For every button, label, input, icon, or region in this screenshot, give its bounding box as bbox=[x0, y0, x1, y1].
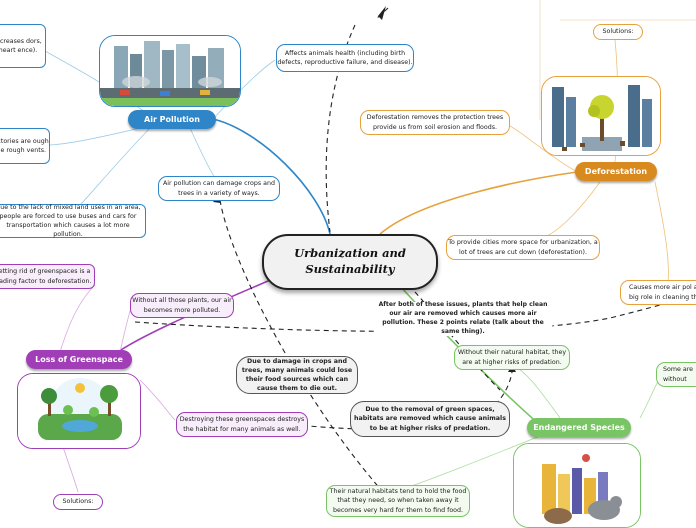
relationship-plants-clean-air[interactable]: After both of these issues, plants that … bbox=[373, 301, 553, 336]
protection-trees-note[interactable]: Deforestation removes the protection tre… bbox=[360, 110, 510, 135]
animals-city-icon bbox=[514, 444, 640, 527]
deforestation-topic[interactable]: Deforestation bbox=[575, 162, 657, 181]
park-landscape-icon bbox=[18, 374, 140, 448]
leading-factor-note[interactable]: getting rid of greenspaces is a leading … bbox=[0, 264, 95, 289]
deforestation-solutions[interactable]: Solutions: bbox=[593, 24, 643, 40]
factories-note[interactable]: factories are ough the rough vents. bbox=[0, 128, 50, 164]
city-skyline-icon bbox=[100, 36, 240, 106]
crops-trees-note[interactable]: Air pollution can damage crops and trees… bbox=[158, 176, 280, 201]
natural-habitats-note[interactable]: Their natural habitats tend to hold the … bbox=[326, 485, 470, 517]
mixed-land-use-note[interactable]: Due to the lack of mixed land uses in an… bbox=[0, 204, 146, 238]
cut-forest-icon bbox=[542, 77, 660, 155]
city-image bbox=[99, 35, 241, 107]
central-topic[interactable]: Urbanization and Sustainability bbox=[262, 234, 438, 290]
air-pollution-label: Air Pollution bbox=[144, 115, 200, 124]
endangered-species-image bbox=[513, 443, 641, 528]
destroying-habitat-note[interactable]: Destroying these greenspaces destroys th… bbox=[176, 412, 308, 437]
more-air-pollution-note[interactable]: Causes more air pol a big role in cleani… bbox=[620, 280, 696, 305]
without-habitat-note[interactable]: Without their natural habitat, they are … bbox=[454, 345, 570, 370]
deforestation-label: Deforestation bbox=[584, 167, 648, 176]
without-plants-note[interactable]: Without all those plants, our air become… bbox=[130, 293, 234, 318]
deforestation-image bbox=[541, 76, 661, 156]
city-space-note[interactable]: To provide cities more space for urbaniz… bbox=[446, 235, 600, 260]
greenspace-image bbox=[17, 373, 141, 449]
loss-of-greenspace-label: Loss of Greenspace bbox=[35, 355, 123, 364]
endangered-species-topic[interactable]: Endangered Species bbox=[527, 418, 631, 437]
air-pollution-topic[interactable]: Air Pollution bbox=[128, 110, 216, 129]
greenspace-solutions[interactable]: Solutions: bbox=[53, 494, 103, 510]
endangered-species-label: Endangered Species bbox=[533, 423, 625, 432]
animal-health-note[interactable]: Affects animals health (including birth … bbox=[276, 44, 414, 72]
relationship-crop-damage[interactable]: Due to damage in crops and trees, many a… bbox=[236, 356, 358, 394]
health-effects-note[interactable]: increases dors, heart ence). bbox=[0, 24, 46, 68]
loss-of-greenspace-topic[interactable]: Loss of Greenspace bbox=[26, 350, 132, 369]
relationship-green-spaces[interactable]: Due to the removal of green spaces, habi… bbox=[350, 401, 510, 437]
some-are-note[interactable]: Some are without bbox=[656, 362, 696, 387]
